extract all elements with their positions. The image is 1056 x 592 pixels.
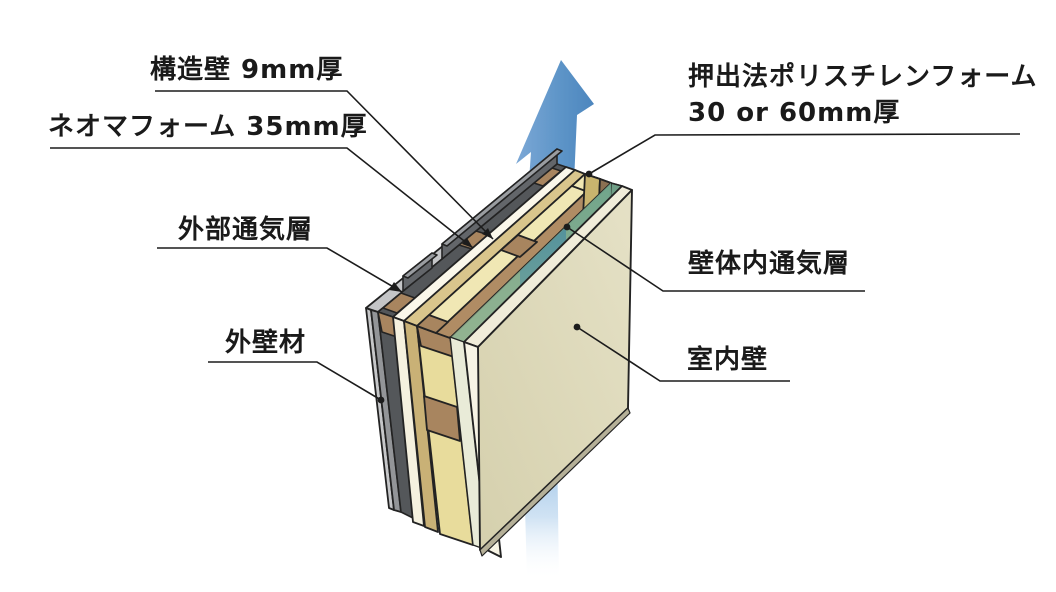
leader-outer-wall <box>208 361 382 401</box>
leader-lines <box>50 90 1021 401</box>
leader-dot <box>377 396 385 404</box>
label-outer-vent-layer: 外部通気層 <box>178 215 314 245</box>
leader-interior-wall <box>576 326 790 382</box>
label-inwall-vent-layer: 壁体内通気層 <box>688 249 851 279</box>
leader-endpoints <box>377 170 593 404</box>
leader-dot <box>573 323 581 331</box>
leader-neoma-foam <box>50 147 474 249</box>
label-outer-wall-material: 外壁材 <box>225 328 307 358</box>
leader-structural-wall <box>155 90 494 240</box>
label-xps-line2: 30 or 60mm厚 <box>688 98 901 128</box>
leader-arrowhead <box>482 228 493 239</box>
leader-dot <box>563 223 571 231</box>
leader-arrowhead <box>462 238 473 248</box>
wall-layer-interior-panel <box>463 185 633 558</box>
label-structural-wall: 構造壁 9mm厚 <box>150 55 344 85</box>
label-neoma-foam: ネオマフォーム 35mm厚 <box>48 112 368 142</box>
leader-xps <box>588 133 1021 175</box>
label-interior-wall: 室内壁 <box>687 345 769 375</box>
wall-layer-outer-vent-gap <box>377 148 567 520</box>
leader-outer-vent <box>157 247 403 293</box>
leader-arrowhead <box>389 282 402 292</box>
leader-dot <box>585 170 593 178</box>
label-xps-line1: 押出法ポリスチレンフォーム <box>688 62 1038 92</box>
leader-inwall-vent <box>566 226 865 292</box>
